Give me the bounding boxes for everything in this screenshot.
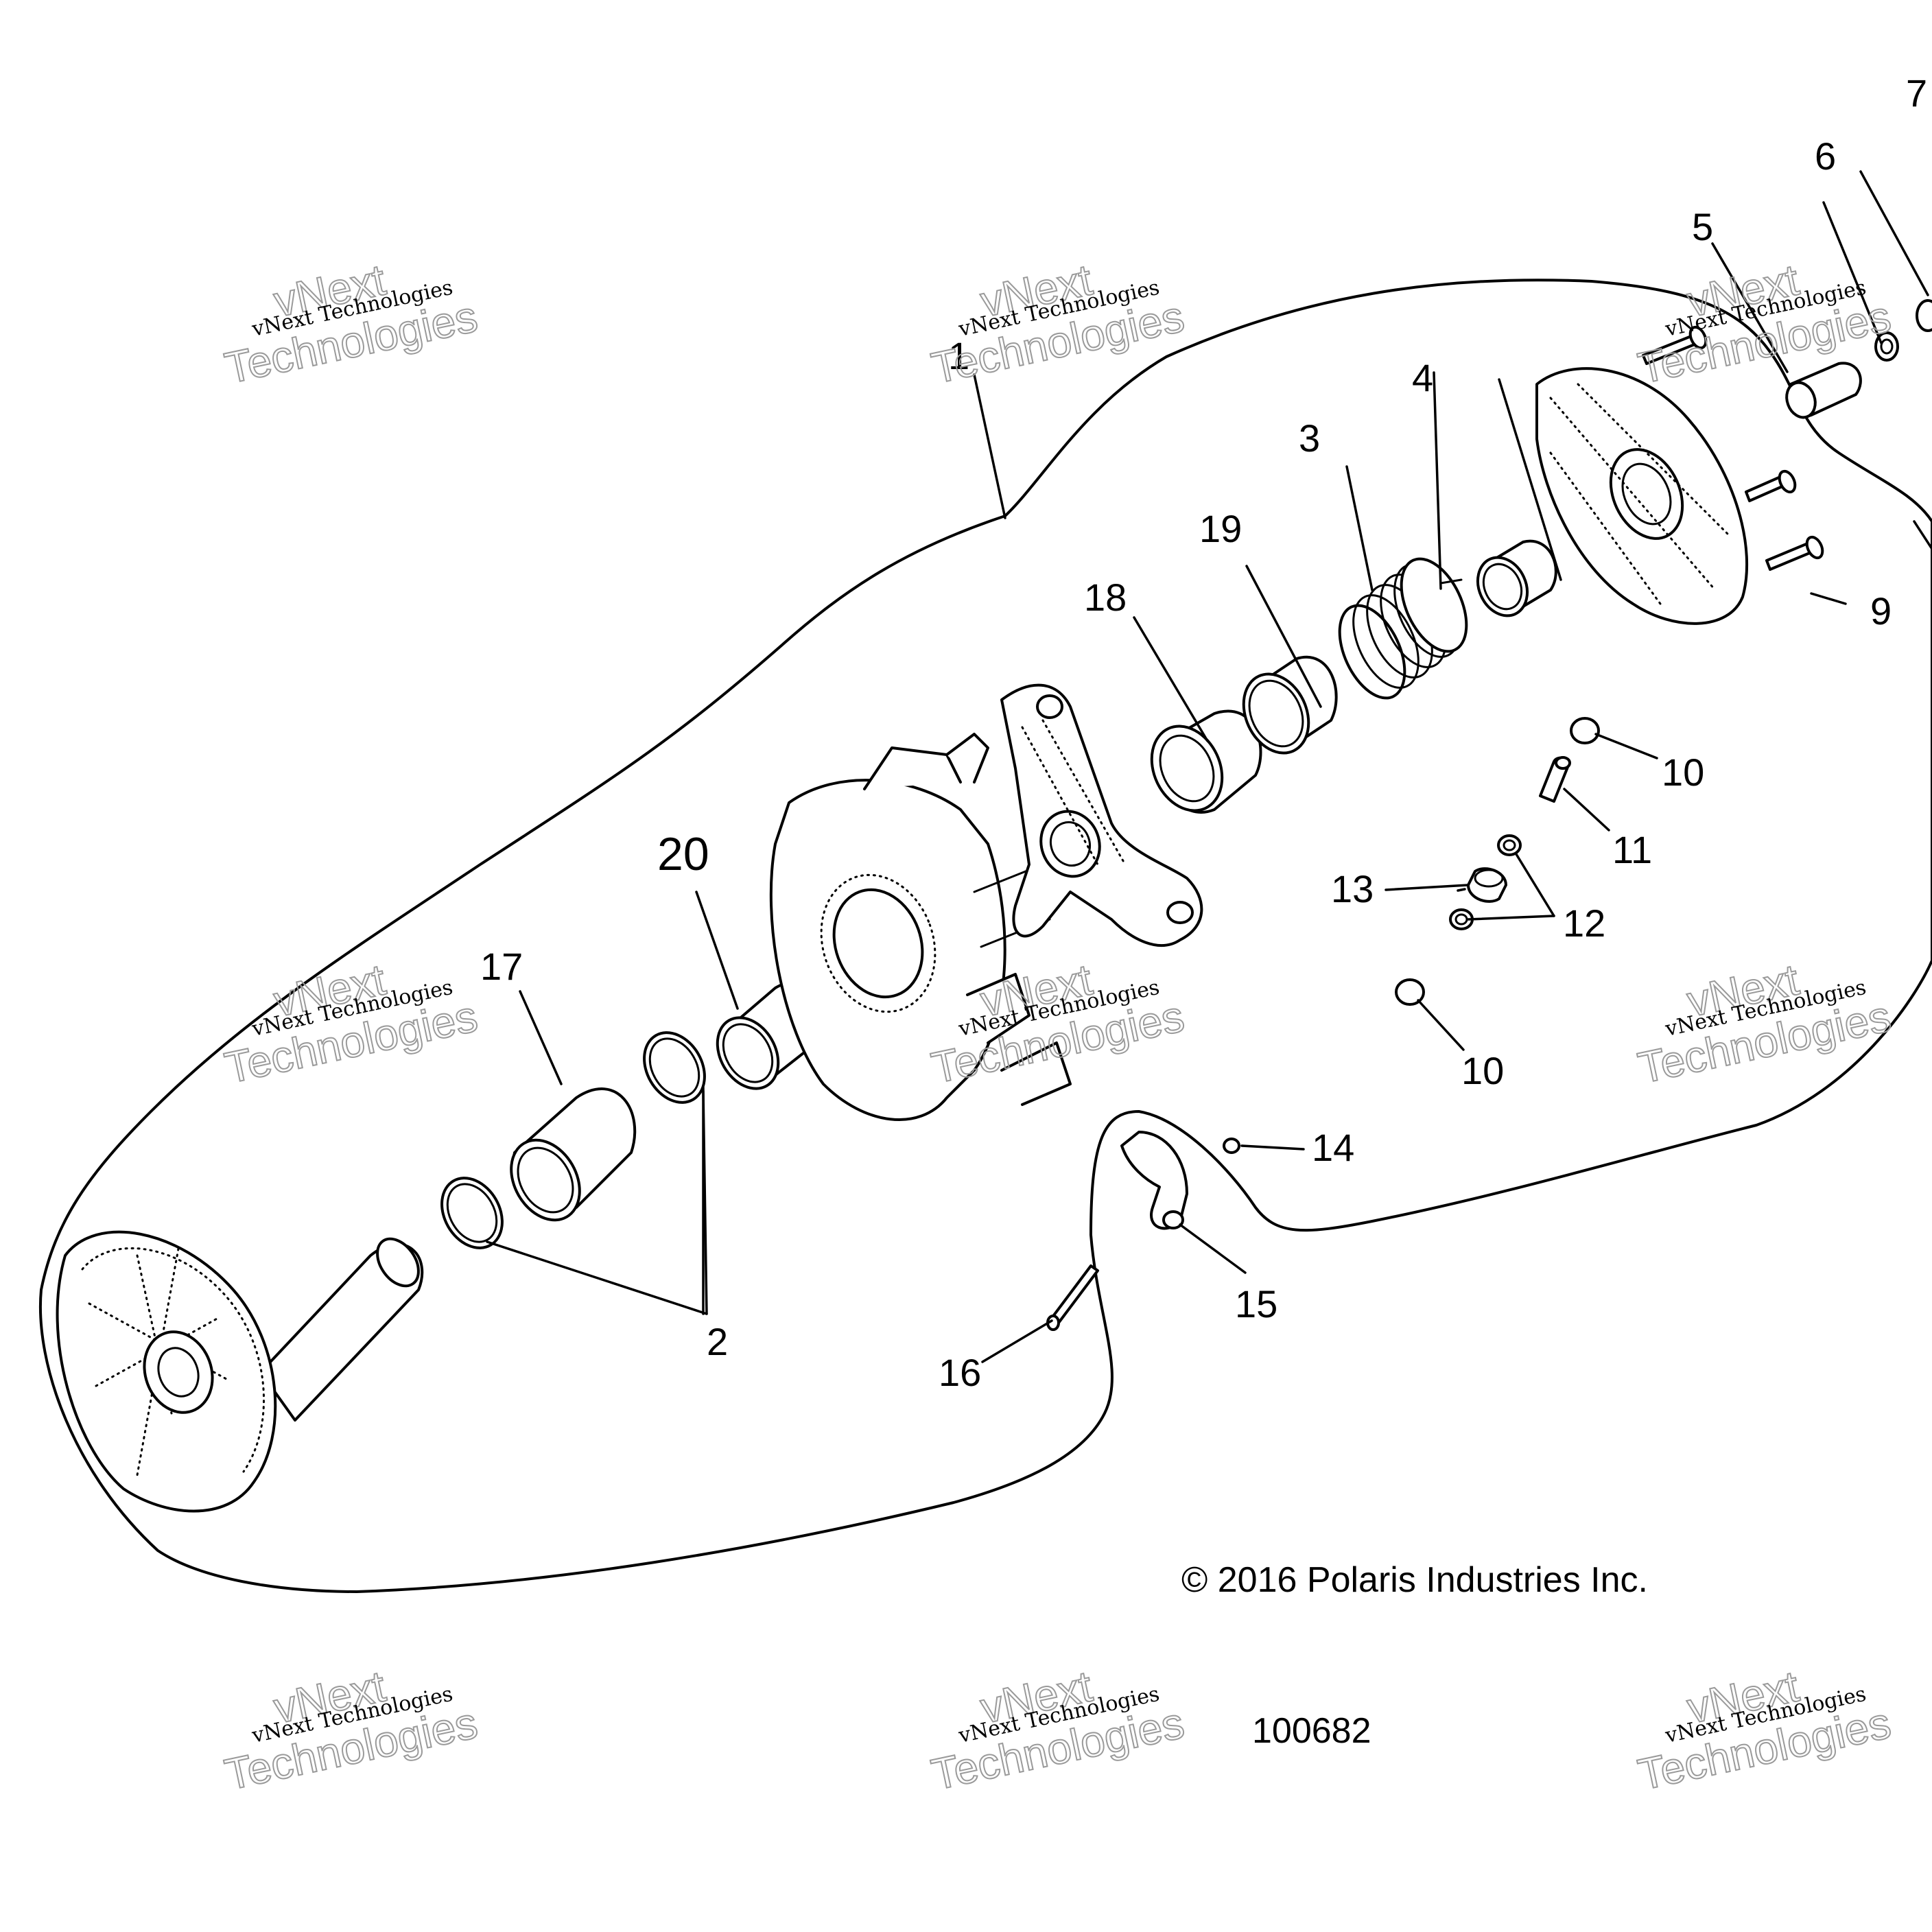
bolt-lower — [1765, 535, 1824, 571]
bushing-sleeve-17 — [510, 1087, 637, 1222]
callout-20: 20 — [657, 828, 709, 880]
callout-14: 14 — [1312, 1126, 1354, 1169]
washer-6 — [1874, 331, 1899, 362]
pin-16 — [1046, 1264, 1099, 1331]
callout-18: 18 — [1084, 576, 1127, 619]
bushing-18 — [1150, 709, 1262, 814]
watermark: vNext Technologies vNext Technologies — [220, 954, 482, 1093]
watermark: vNext Technologies vNext Technologies — [1634, 954, 1896, 1093]
callout-16: 16 — [939, 1351, 981, 1394]
callout-17: 17 — [480, 945, 523, 988]
leader-lines — [486, 170, 1932, 1363]
callout-2: 2 — [707, 1320, 728, 1363]
callout-19: 19 — [1199, 507, 1242, 550]
callout-10-lower: 10 — [1461, 1049, 1504, 1092]
callout-13: 13 — [1331, 867, 1374, 910]
spider-arm — [1000, 683, 1203, 947]
callout-labels: 1 2 3 4 5 6 7 9 10 10 11 12 13 14 15 16 … — [480, 71, 1927, 1394]
cover-plate — [1535, 367, 1749, 625]
pin-11 — [1539, 756, 1571, 803]
callout-3: 3 — [1299, 416, 1320, 460]
watermark: vNext Technologies vNext Technologies — [927, 1660, 1189, 1800]
copyright-notice: © 2016 Polaris Industries Inc. — [1181, 1560, 1648, 1600]
bushing-4 — [1476, 539, 1557, 617]
callout-15: 15 — [1235, 1282, 1277, 1326]
cam-arm-15 — [1120, 1131, 1188, 1230]
callout-10-upper: 10 — [1662, 751, 1704, 794]
callout-7: 7 — [1906, 71, 1927, 115]
callout-9: 9 — [1870, 589, 1892, 633]
callout-1: 1 — [948, 334, 969, 377]
nut-14 — [1223, 1138, 1240, 1154]
spring-3 — [1338, 557, 1468, 700]
bolt-upper — [1642, 325, 1708, 365]
callout-4: 4 — [1412, 356, 1433, 399]
moveable-sheave — [769, 733, 1072, 1122]
seal-ring-upper — [643, 1031, 706, 1104]
watermark: vNext Technologies vNext Technologies — [1634, 1660, 1896, 1800]
watermark: vNext Technologies vNext Technologies — [220, 1660, 482, 1800]
roller-13 — [1467, 867, 1507, 903]
washer-7 — [1916, 299, 1932, 332]
sleeve-5 — [1785, 362, 1862, 419]
cap-10-lower — [1395, 978, 1425, 1006]
callout-5: 5 — [1692, 205, 1713, 248]
bolt-middle — [1745, 469, 1797, 502]
sleeve-19 — [1242, 655, 1338, 755]
callout-12: 12 — [1563, 902, 1605, 945]
callout-11: 11 — [1612, 828, 1652, 871]
assembly-outline — [39, 279, 1932, 1594]
cap-10-upper — [1570, 717, 1600, 744]
stationary-sheave — [56, 1230, 424, 1513]
callout-6: 6 — [1815, 134, 1836, 178]
watermark: vNext Technologies vNext Technologies — [220, 254, 482, 393]
washer-12-lower — [1449, 908, 1474, 930]
seal-ring-lower — [440, 1177, 504, 1249]
washer-12-upper — [1497, 834, 1522, 856]
figure-number: 100682 — [1252, 1711, 1371, 1751]
